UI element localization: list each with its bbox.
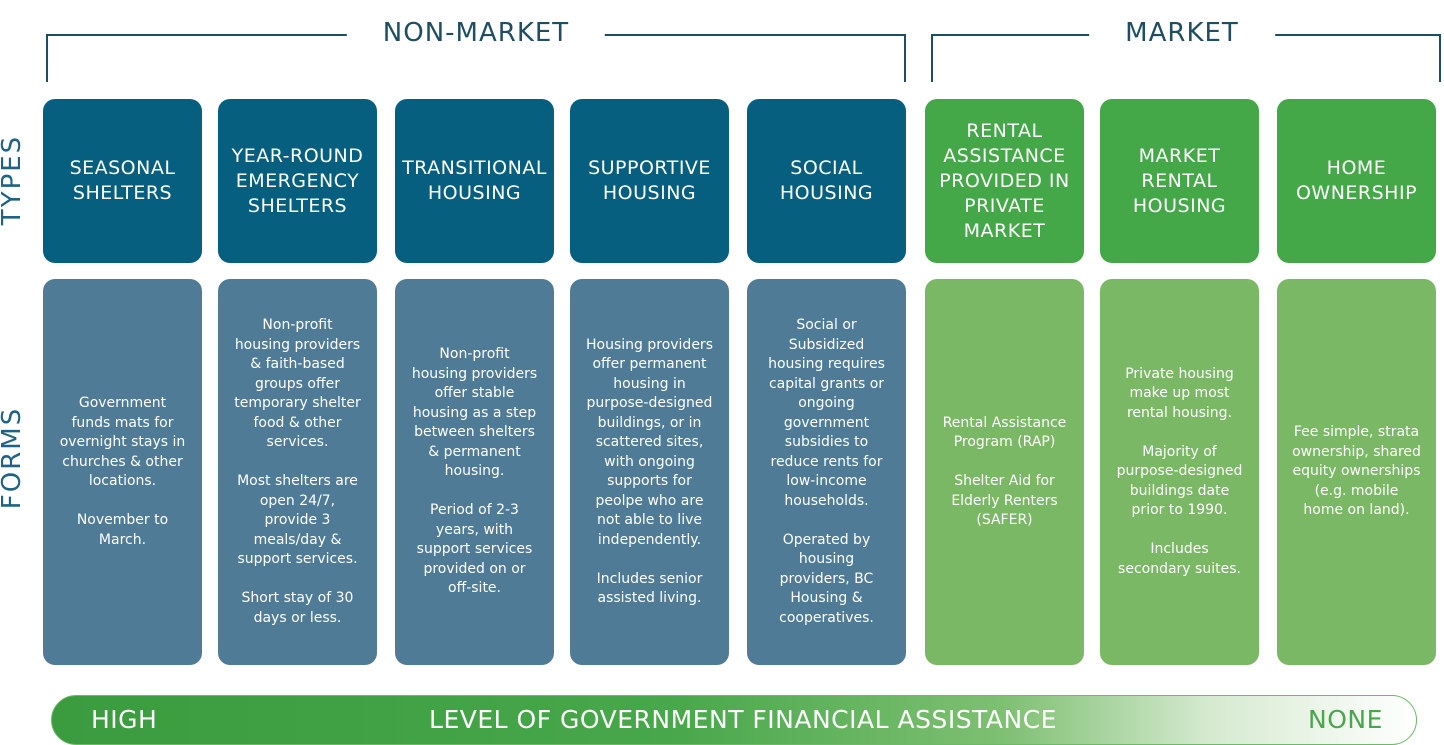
type-supportive-housing: SUPPORTIVE HOUSING xyxy=(570,99,729,263)
form-rental-assistance: Rental Assistance Program (RAP) Shelter … xyxy=(925,279,1084,665)
type-rental-assistance: RENTAL ASSISTANCE PROVIDED IN PRIVATE MA… xyxy=(925,99,1084,263)
assistance-none-label: NONE xyxy=(1308,705,1383,734)
type-social-housing: SOCIAL HOUSING xyxy=(747,99,906,263)
assistance-center-label: LEVEL OF GOVERNMENT FINANCIAL ASSISTANCE xyxy=(429,705,1057,734)
types-side-label: TYPES xyxy=(0,134,27,226)
type-market-rental-housing: MARKET RENTAL HOUSING xyxy=(1100,99,1259,263)
form-social-housing: Social or Subsidized housing requires ca… xyxy=(747,279,906,665)
type-seasonal-shelters: SEASONAL SHELTERS xyxy=(43,99,202,263)
assistance-gradient-bar xyxy=(51,695,1417,745)
type-transitional-housing: TRANSITIONAL HOUSING xyxy=(395,99,554,263)
form-home-ownership: Fee simple, strata ownership, shared equ… xyxy=(1277,279,1436,665)
forms-side-label: FORMS xyxy=(0,406,27,510)
type-home-ownership: HOME OWNERSHIP xyxy=(1277,99,1436,263)
assistance-high-label: HIGH xyxy=(91,705,158,734)
form-seasonal-shelters: Government funds mats for overnight stay… xyxy=(43,279,202,665)
market-label: MARKET xyxy=(1089,18,1275,48)
non-market-label: NON-MARKET xyxy=(346,18,606,48)
form-supportive-housing: Housing providers offer permanent housin… xyxy=(570,279,729,665)
form-market-rental-housing: Private housing make up most rental hous… xyxy=(1100,279,1259,665)
type-year-round-emergency-shelters: YEAR-ROUND EMERGENCY SHELTERS xyxy=(218,99,377,263)
form-transitional-housing: Non-profit housing providers offer stabl… xyxy=(395,279,554,665)
form-year-round-emergency-shelters: Non-profit housing providers & faith-bas… xyxy=(218,279,377,665)
